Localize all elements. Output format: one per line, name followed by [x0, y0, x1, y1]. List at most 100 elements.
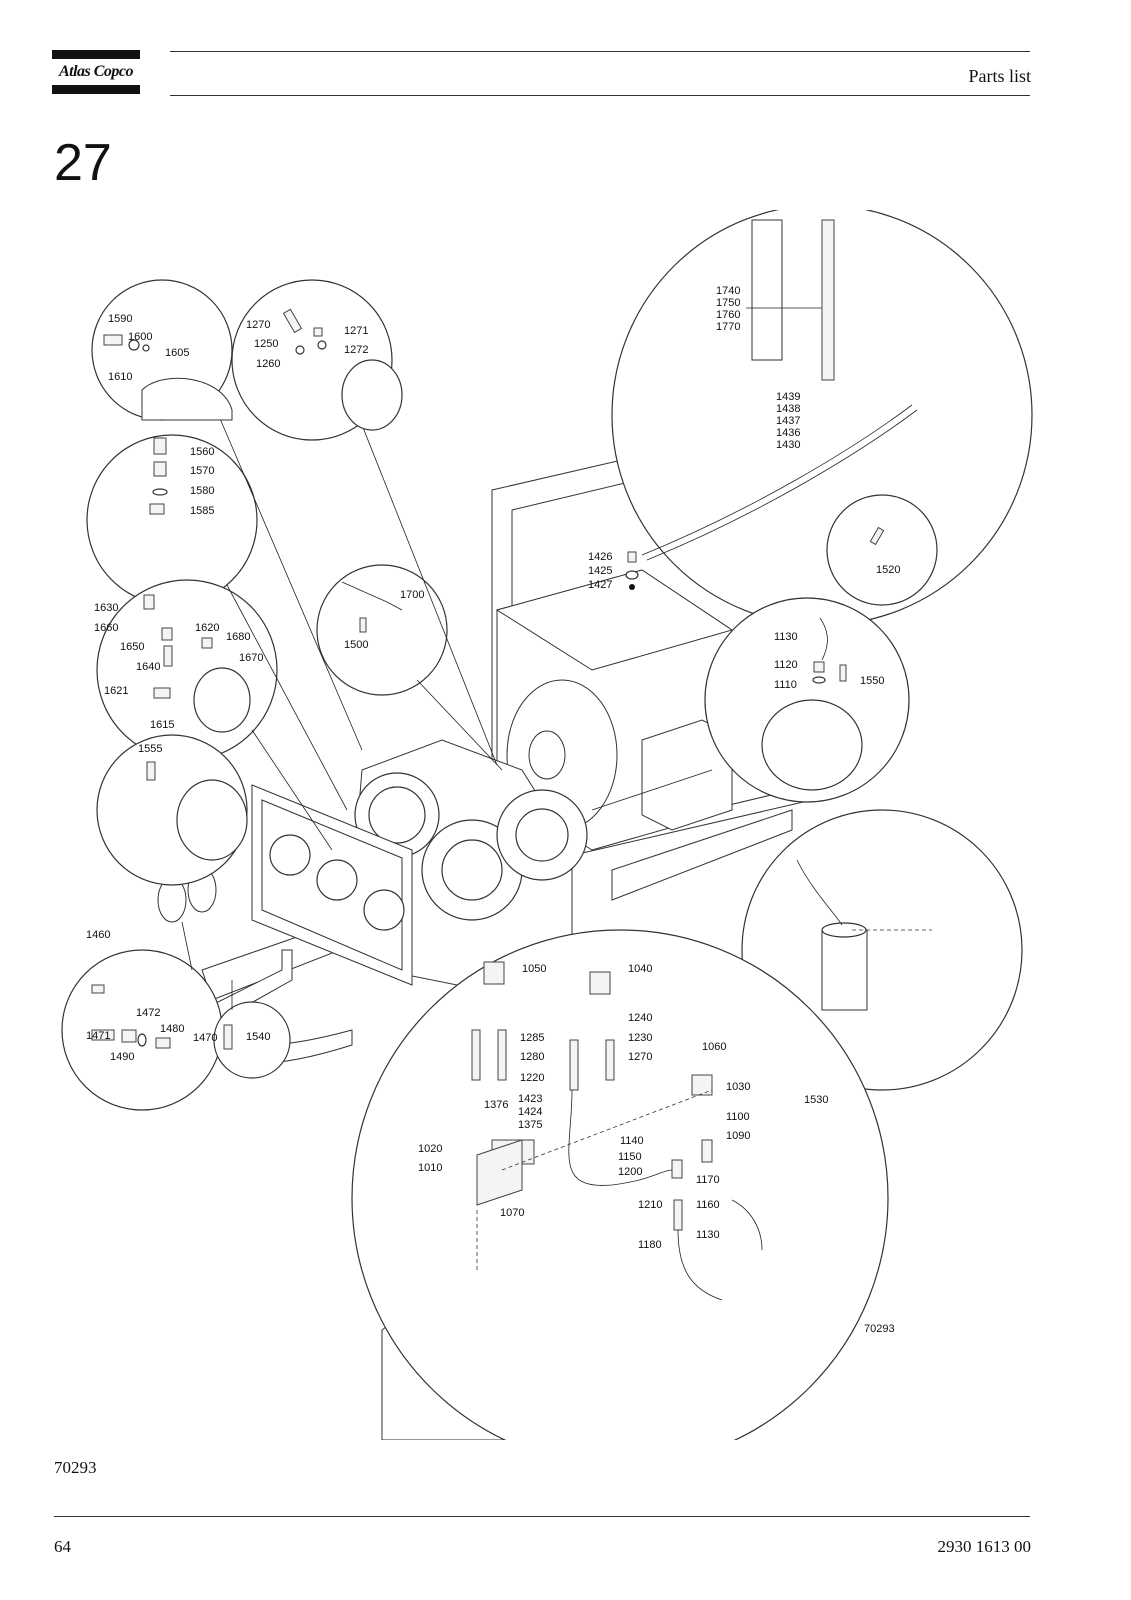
callout-1060: 1060: [702, 1041, 726, 1053]
callout-1490: 1490: [110, 1051, 134, 1063]
callout-1425: 1425: [588, 565, 612, 577]
hose-1130: [819, 617, 828, 661]
document-number: 2930 1613 00: [937, 1537, 1032, 1556]
part-1280: [569, 1039, 579, 1091]
callout-1376: 1376: [484, 1099, 508, 1111]
part-1010: [476, 1139, 523, 1206]
detail-circle-1630: [96, 579, 278, 761]
callout-1010: 1010: [418, 1162, 442, 1174]
callout-1520: 1520: [876, 564, 900, 576]
callout-1270-b: 1270: [628, 1051, 652, 1063]
stage3-bore: [515, 808, 569, 862]
elbow-1270: [341, 359, 403, 431]
frame-post-1740: [751, 219, 783, 361]
callout-1424: 1424: [518, 1106, 542, 1118]
callout-1240: 1240: [628, 1012, 652, 1024]
section-title: Parts list: [968, 66, 1031, 86]
bolt-1050b: [497, 1029, 507, 1081]
chapter-number: 27: [54, 134, 112, 192]
callout-1260: 1260: [256, 358, 280, 370]
callout-1050: 1050: [522, 963, 546, 975]
callout-1423: 1423: [518, 1093, 542, 1105]
drawing-number: 70293: [864, 1323, 895, 1335]
callout-1140: 1140: [620, 1135, 644, 1147]
pipe-1630: [193, 667, 251, 733]
callout-1472: 1472: [136, 1007, 160, 1019]
callout-1760: 1760: [716, 309, 740, 321]
callout-1615: 1615: [150, 719, 174, 731]
part-1480: [137, 1033, 147, 1047]
cable-1430b: [646, 409, 918, 561]
cable-1130b: [731, 1199, 763, 1251]
strip-1740: [821, 219, 835, 381]
callout-1650: 1650: [120, 641, 144, 653]
callout-1610: 1610: [108, 371, 132, 383]
part-1630: [143, 594, 155, 610]
cylinder-1530: [821, 929, 868, 1011]
part-1425: [625, 570, 639, 580]
callout-1160: 1160: [696, 1199, 720, 1211]
pipe-1555: [176, 779, 248, 861]
callout-1040: 1040: [628, 963, 652, 975]
callout-1620: 1620: [195, 622, 219, 634]
part-1590: [103, 334, 123, 346]
callout-1605: 1605: [165, 347, 189, 359]
callout-1090: 1090: [726, 1130, 750, 1142]
callout-1272: 1272: [344, 344, 368, 356]
part-1540: [223, 1024, 233, 1050]
bolt-1050a: [471, 1029, 481, 1081]
callout-1230: 1230: [628, 1032, 652, 1044]
callout-1070: 1070: [500, 1207, 524, 1219]
callout-1480: 1480: [160, 1023, 184, 1035]
part-1090: [701, 1139, 713, 1163]
detail-circle-1520: [826, 494, 938, 606]
detail-parts: [91, 219, 932, 1301]
leader-lines: [181, 399, 713, 1010]
callout-1020: 1020: [418, 1143, 442, 1155]
flange-1590: [141, 377, 233, 421]
cable-1430a: [641, 404, 913, 556]
elbow-1130: [761, 699, 863, 791]
callout-1439: 1439: [776, 391, 800, 403]
callout-1200: 1200: [618, 1166, 642, 1178]
part-1570: [153, 461, 167, 477]
detail-circle-1050: [351, 929, 889, 1440]
part-1640: [163, 645, 173, 667]
atlas-copco-logo: Atlas Copco: [52, 50, 140, 94]
callout-1640: 1640: [136, 661, 160, 673]
part-1180: [673, 1199, 683, 1231]
part-1230: [605, 1039, 615, 1081]
callout-1621: 1621: [104, 685, 128, 697]
fan-3: [363, 889, 405, 931]
part-1472: [121, 1029, 137, 1043]
callout-1437: 1437: [776, 415, 800, 427]
cable-1180: [677, 1229, 723, 1301]
part-1110: [812, 676, 826, 684]
frame-beam-right: [611, 809, 793, 901]
part-1250: [295, 345, 305, 355]
part-1270a: [282, 308, 303, 334]
part-1580: [152, 488, 168, 496]
callout-1426: 1426: [588, 551, 612, 563]
callout-1750: 1750: [716, 297, 740, 309]
detail-circle-1560: [86, 434, 258, 606]
callout-1438: 1438: [776, 403, 800, 415]
fan-2: [316, 859, 358, 901]
motor-hub: [528, 730, 566, 780]
callout-1220: 1220: [520, 1072, 544, 1084]
callout-1585: 1585: [190, 505, 214, 517]
callout-1770: 1770: [716, 321, 740, 333]
callout-1555: 1555: [138, 743, 162, 755]
callout-1030: 1030: [726, 1081, 750, 1093]
part-1500: [359, 617, 367, 633]
callout-1630: 1630: [94, 602, 118, 614]
callout-1670: 1670: [239, 652, 263, 664]
logo-bar-bottom: [52, 85, 140, 94]
stage2-bore: [441, 839, 503, 901]
callout-1250: 1250: [254, 338, 278, 350]
part-1040: [589, 971, 611, 995]
part-1426: [627, 551, 637, 563]
callout-1560: 1560: [190, 446, 214, 458]
callout-1436: 1436: [776, 427, 800, 439]
callout-1427: 1427: [588, 579, 612, 591]
